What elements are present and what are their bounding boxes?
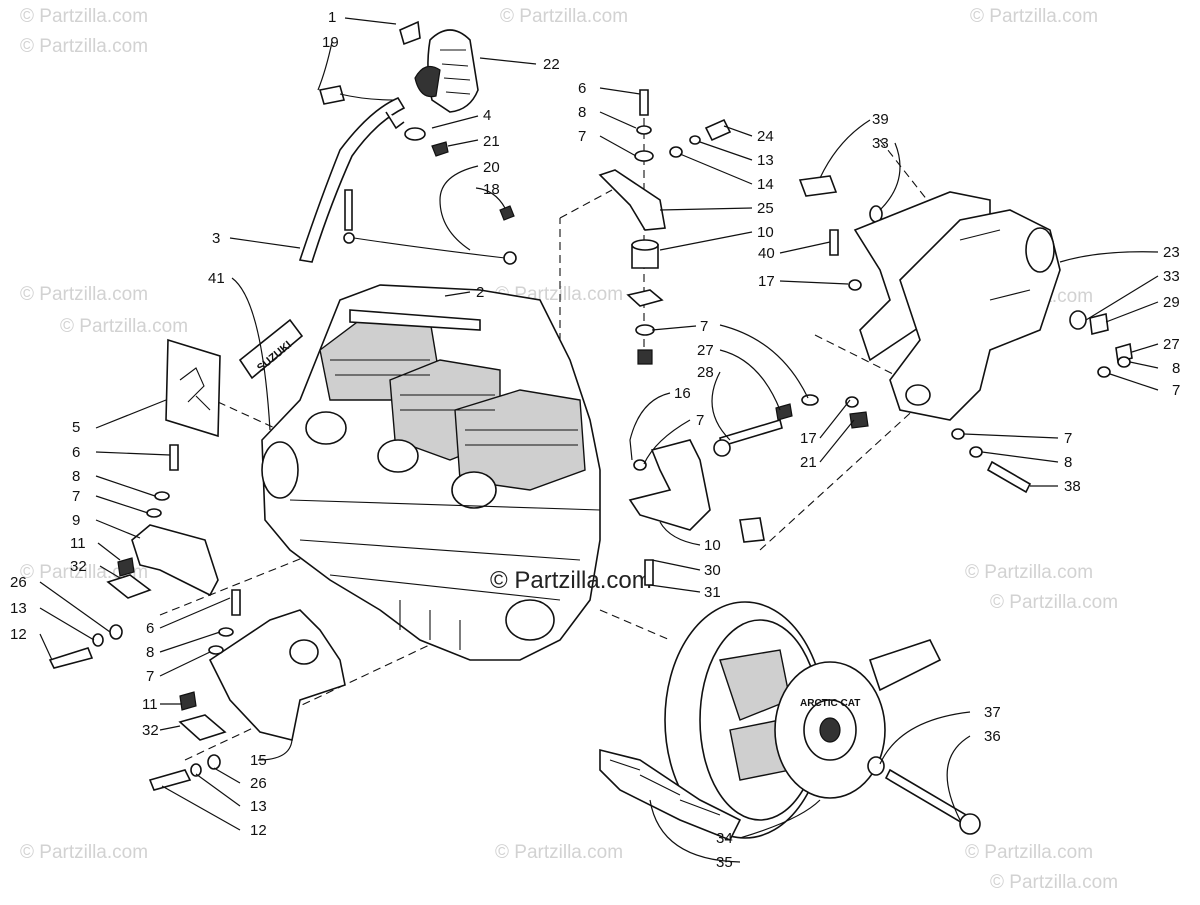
center-mount-stack [598, 89, 732, 365]
watermark: © Partzilla.com [965, 562, 1093, 583]
callout-12: 12 [250, 822, 267, 839]
watermark: © Partzilla.com [495, 842, 623, 863]
belt-top [868, 639, 942, 692]
watermark: © Partzilla.com [20, 6, 148, 27]
watermark: © Partzilla.com [20, 36, 148, 57]
callout-2: 2 [476, 284, 484, 301]
callout-20: 20 [483, 159, 500, 176]
cap-clip [399, 20, 421, 46]
callout-40: 40 [758, 245, 775, 262]
callout-1: 1 [328, 9, 336, 26]
watermark: © Partzilla.com [500, 6, 628, 27]
callout-34: 34 [716, 830, 733, 847]
callout-4: 4 [483, 107, 491, 124]
right-bracket-assembly [713, 175, 1133, 494]
callout-13: 13 [250, 798, 267, 815]
callout-36: 36 [984, 728, 1001, 745]
callout-6: 6 [72, 444, 80, 461]
callout-26: 26 [250, 775, 267, 792]
callout-7: 7 [146, 668, 154, 685]
callout-25: 25 [757, 200, 774, 217]
callout-8: 8 [1172, 360, 1180, 377]
drive-clutch: ARCTIC CAT [599, 601, 981, 842]
screw [318, 85, 346, 105]
callout-16: 16 [674, 385, 691, 402]
callout-13: 13 [10, 600, 27, 617]
callout-14: 14 [757, 176, 774, 193]
belt-bottom [599, 748, 742, 842]
callout-28: 28 [697, 364, 714, 381]
info-card [165, 338, 221, 438]
callout-13: 13 [757, 152, 774, 169]
watermark: © Partzilla.com [20, 284, 148, 305]
callout-41: 41 [208, 270, 225, 287]
callout-26: 26 [10, 574, 27, 591]
callout-6: 6 [578, 80, 586, 97]
engine-block: © Partzilla.com [261, 284, 652, 661]
oil-hose [298, 96, 406, 263]
callout-7: 7 [1064, 430, 1072, 447]
brand-decal [238, 318, 304, 380]
callout-32: 32 [142, 722, 159, 739]
watermark: © Partzilla.com [965, 842, 1093, 863]
watermark: © Partzilla.com [970, 6, 1098, 27]
watermark: © Partzilla.com [20, 562, 148, 583]
callout-10: 10 [704, 537, 721, 554]
left-rear-mount [48, 444, 219, 669]
callout-9: 9 [72, 512, 80, 529]
oil-cap-assembly [298, 20, 479, 263]
callout-11: 11 [70, 535, 86, 552]
callout-29: 29 [1163, 294, 1180, 311]
center-watermark: © Partzilla.com [490, 567, 652, 594]
callout-3: 3 [212, 230, 220, 247]
front-mount [148, 589, 346, 791]
callout-10: 10 [757, 224, 774, 241]
callout-7: 7 [72, 488, 80, 505]
callout-17: 17 [758, 273, 775, 290]
callout-23: 23 [1163, 244, 1180, 261]
callout-39: 39 [872, 111, 889, 128]
watermark: © Partzilla.com [20, 842, 148, 863]
callout-5: 5 [72, 419, 80, 436]
callout-35: 35 [716, 854, 733, 871]
callout-19: 19 [322, 34, 339, 51]
callout-18: 18 [483, 181, 500, 198]
callout-33: 33 [872, 135, 889, 152]
callout-6: 6 [146, 620, 154, 637]
callout-8: 8 [578, 104, 586, 121]
callout-30: 30 [704, 562, 721, 579]
watermark: © Partzilla.com [990, 872, 1118, 893]
callout-17: 17 [800, 430, 817, 447]
callout-27: 27 [1163, 336, 1180, 353]
callout-8: 8 [72, 468, 80, 485]
callout-37: 37 [984, 704, 1001, 721]
callout-11: 11 [142, 696, 158, 713]
callout-7: 7 [1172, 382, 1180, 399]
callout-21: 21 [483, 133, 500, 150]
callout-33: 33 [1163, 268, 1180, 285]
callout-7: 7 [696, 412, 704, 429]
callout-12: 12 [10, 626, 27, 643]
callout-24: 24 [757, 128, 774, 145]
callout-8: 8 [1064, 454, 1072, 471]
callout-8: 8 [146, 644, 154, 661]
callout-7: 7 [700, 318, 708, 335]
callout-32: 32 [70, 558, 87, 575]
callout-27: 27 [697, 342, 714, 359]
callout-38: 38 [1064, 478, 1081, 495]
clutch-brand-text: ARCTIC CAT [800, 698, 860, 709]
callout-7: 7 [578, 128, 586, 145]
watermark: © Partzilla.com [990, 592, 1118, 613]
callout-21: 21 [800, 454, 817, 471]
callout-31: 31 [704, 584, 721, 601]
center-lower-bracket [628, 439, 765, 586]
callout-labels: 1 19 22 4 21 20 18 3 41 2 5 6 8 7 9 11 3… [10, 9, 1180, 871]
ground-strap [343, 189, 517, 265]
callout-22: 22 [543, 56, 560, 73]
watermark: © Partzilla.com [60, 316, 188, 337]
leader-lines [39, 17, 1159, 863]
callout-15: 15 [250, 752, 267, 769]
